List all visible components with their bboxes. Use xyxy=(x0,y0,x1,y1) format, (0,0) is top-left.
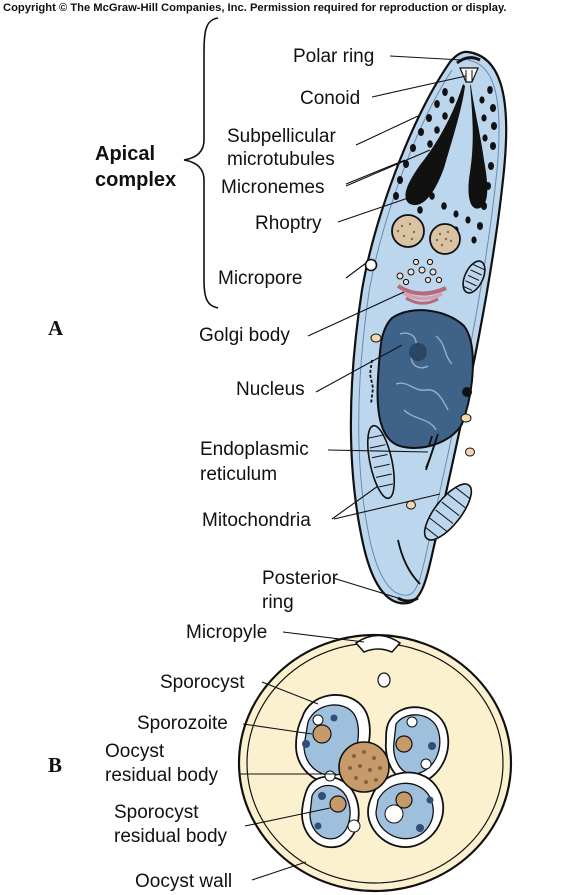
label-rhoptry: Rhoptry xyxy=(255,213,322,234)
panel-a-leader-lines xyxy=(307,55,467,599)
label-mitochondria: Mitochondria xyxy=(202,510,311,531)
mitochondria xyxy=(366,260,486,541)
vesicles xyxy=(370,333,475,510)
oocyst-residual-body xyxy=(324,741,390,793)
label-subpellicular-line2: microtubules xyxy=(227,149,335,170)
apical-label-line2: complex xyxy=(95,169,176,191)
posterior-ring xyxy=(397,596,419,603)
golgi-body xyxy=(396,258,447,305)
label-sporozoite: Sporozoite xyxy=(137,713,228,734)
polar-ring xyxy=(456,56,481,83)
label-oocyst-residual-line2: residual body xyxy=(105,765,219,786)
panel-b-letter: B xyxy=(48,753,62,777)
micropore xyxy=(364,258,378,272)
panel-b-leader-lines xyxy=(239,631,365,881)
rhoptry-pair xyxy=(405,84,488,209)
label-subpellicular-line1: Subpellicular xyxy=(227,126,336,147)
label-er-line1: Endoplasmic xyxy=(200,439,309,460)
micronemes xyxy=(393,86,497,244)
label-sporocyst-residual-line2: residual body xyxy=(114,826,228,847)
sporocyst-residual-bodies xyxy=(312,724,413,813)
nucleus xyxy=(376,309,474,449)
label-oocyst-wall: Oocyst wall xyxy=(135,871,232,892)
label-posterior-ring-line1: Posterior xyxy=(262,568,339,589)
micropyle xyxy=(354,634,402,653)
apical-complex-brace xyxy=(183,17,219,309)
label-micropore: Micropore xyxy=(218,268,302,289)
label-polar-ring: Polar ring xyxy=(293,46,374,67)
panel-a-letter: A xyxy=(48,316,64,340)
sporozoite-inclusions xyxy=(302,714,436,833)
endoplasmic-reticulum xyxy=(369,359,439,585)
label-micronemes: Micronemes xyxy=(221,177,324,198)
copyright-notice: Copyright © The McGraw-Hill Companies, I… xyxy=(3,2,506,14)
label-posterior-ring-line2: ring xyxy=(262,592,294,613)
label-micropyle: Micropyle xyxy=(186,622,267,643)
label-nucleus: Nucleus xyxy=(236,379,305,400)
label-conoid: Conoid xyxy=(300,88,360,109)
label-er-line2: reticulum xyxy=(200,464,277,485)
apical-label-line1: Apical xyxy=(95,143,155,165)
label-sporocyst: Sporocyst xyxy=(160,672,245,693)
dense-granules xyxy=(391,214,461,255)
label-oocyst-residual-line1: Oocyst xyxy=(105,741,165,762)
label-golgi-body: Golgi body xyxy=(199,325,290,346)
label-sporocyst-residual-line1: Sporocyst xyxy=(114,802,199,823)
